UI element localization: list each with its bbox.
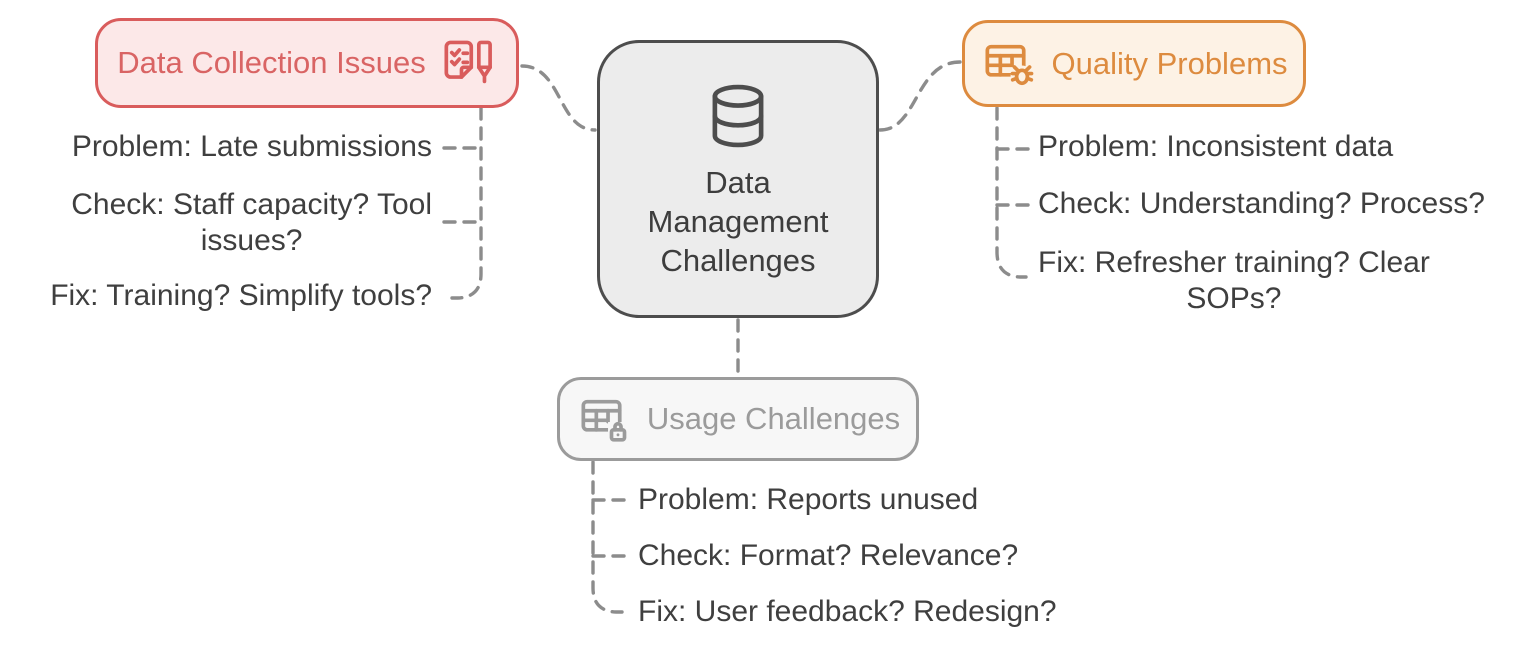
center-node-data-management-challenges: Data Management Challenges [597,40,879,318]
leaf-usage-problem: Problem: Reports unused [638,483,979,516]
connector-usage-trunk [591,460,624,614]
checklist-pen-icon [439,37,497,89]
leaf-collection-fix: Fix: Training? Simplify tools? [50,279,432,312]
table-lock-icon [576,393,634,445]
leaf-quality-check: Check: Understanding? Process? [1038,187,1485,220]
leaf-quality-fix: Fix: Refresher training? Clear SOPs? [1038,246,1430,315]
leaf-quality-problem: Problem: Inconsistent data [1038,130,1394,163]
database-icon [698,79,778,153]
branch-node-label: Usage Challenges [646,401,901,436]
center-node-label: Data Management Challenges [647,164,829,278]
connector-center-to-collection [520,64,597,132]
leaf-usage-fix: Fix: User feedback? Redesign? [638,595,1057,628]
branch-node-label: Data Collection Issues [117,45,426,80]
connector-center-to-quality [878,60,962,132]
connector-collection-trunk [450,106,483,300]
connector-quality-trunk [995,106,1028,279]
leaf-collection-check: Check: Staff capacity? Tool issues? [71,188,432,257]
branch-node-quality-problems: Quality Problems [962,20,1306,107]
branch-node-label: Quality Problems [1051,45,1288,81]
leaf-collection-problem: Problem: Late submissions [71,130,432,163]
table-bug-icon [980,38,1038,90]
branch-node-data-collection-issues: Data Collection Issues [95,18,519,108]
leaf-usage-check: Check: Format? Relevance? [638,539,1019,572]
branch-node-usage-challenges: Usage Challenges [557,377,919,461]
